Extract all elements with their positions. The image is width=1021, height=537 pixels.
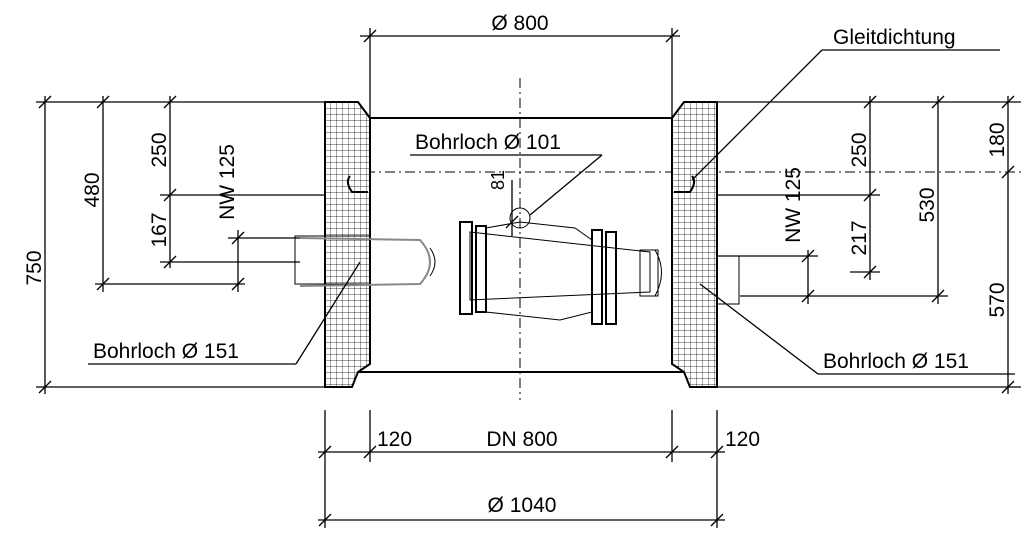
dim-right <box>717 95 1021 394</box>
drill-top-leader <box>410 154 603 216</box>
dim-center <box>505 180 519 236</box>
label-wall-right: 120 <box>725 428 760 451</box>
dim-left <box>36 95 325 394</box>
seal-leader <box>691 49 1000 181</box>
label-right-180: 180 <box>986 122 1009 157</box>
valve-assembly <box>459 207 662 325</box>
shaft-wall-right <box>671 101 718 388</box>
label-drill-top: Bohrloch Ø 101 <box>415 131 561 154</box>
label-outer-diameter: Ø 1040 <box>488 494 557 517</box>
label-seal: Gleitdichtung <box>833 26 956 49</box>
drill-right-leader <box>699 283 1015 375</box>
inlet-pipe-left <box>294 235 436 287</box>
label-center-81: 81 <box>488 170 508 190</box>
label-left-750: 750 <box>23 250 46 285</box>
dim-top <box>360 28 680 118</box>
dim-bottom <box>318 410 725 528</box>
shaft-wall-left <box>324 101 371 388</box>
label-right-nw: NW 125 <box>782 167 805 243</box>
label-wall-left: 120 <box>377 428 412 451</box>
label-drill-right: Bohrloch Ø 151 <box>823 350 969 373</box>
label-right-250: 250 <box>848 132 871 167</box>
label-right-217: 217 <box>848 220 871 255</box>
label-top-diameter: Ø 800 <box>491 12 548 35</box>
label-right-530: 530 <box>916 187 939 222</box>
drill-left-leader <box>88 261 361 365</box>
label-right-570: 570 <box>986 282 1009 317</box>
label-left-480: 480 <box>81 172 104 207</box>
label-drill-left: Bohrloch Ø 151 <box>93 340 239 363</box>
label-left-nw: NW 125 <box>216 144 239 220</box>
outlet-pipe-right <box>716 255 740 305</box>
label-left-250: 250 <box>148 132 171 167</box>
label-left-167: 167 <box>148 212 171 247</box>
label-dn: DN 800 <box>486 428 557 451</box>
